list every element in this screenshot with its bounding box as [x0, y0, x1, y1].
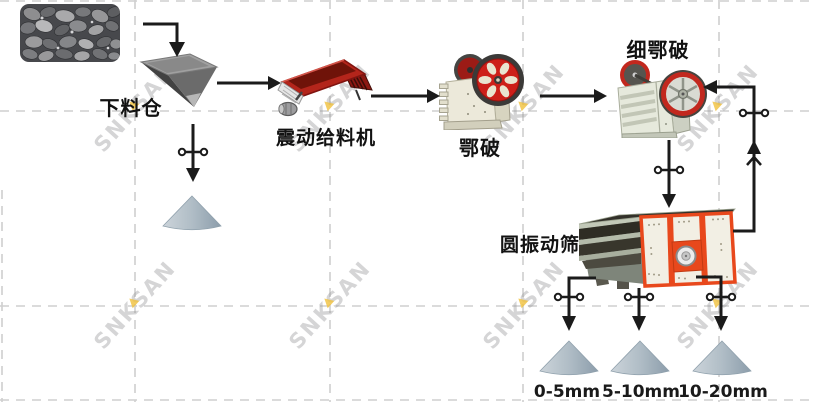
- gravel-texture: [20, 4, 120, 62]
- stockpile-cone: [162, 195, 222, 231]
- stockpile-cone: [539, 340, 599, 376]
- feed-hopper-illustration: [139, 53, 219, 107]
- jaw-crusher-illustration: [439, 54, 524, 130]
- circular-vibrating-screen-illustration: [578, 208, 737, 289]
- raw-material-photo: [20, 4, 120, 62]
- label-output-5-10mm: 5-10mm: [602, 382, 680, 402]
- label-output-10-20mm: 10-20mm: [678, 382, 768, 402]
- label-fine-jaw-crusher: 细鄂破: [626, 38, 690, 62]
- label-vibrating-feeder: 震动给料机: [275, 127, 377, 149]
- stockpile-cone: [610, 340, 670, 376]
- stockpile-cone: [692, 340, 752, 376]
- vibrating-feeder-illustration: [277, 59, 373, 117]
- label-jaw-crusher: 鄂破: [459, 136, 501, 160]
- label-feed-hopper: 下料仓: [99, 96, 163, 120]
- label-vibrating-screen: 圆振动筛: [499, 234, 581, 256]
- fine-jaw-crusher-illustration: [617, 60, 707, 138]
- label-output-0-5mm: 0-5mm: [533, 382, 601, 402]
